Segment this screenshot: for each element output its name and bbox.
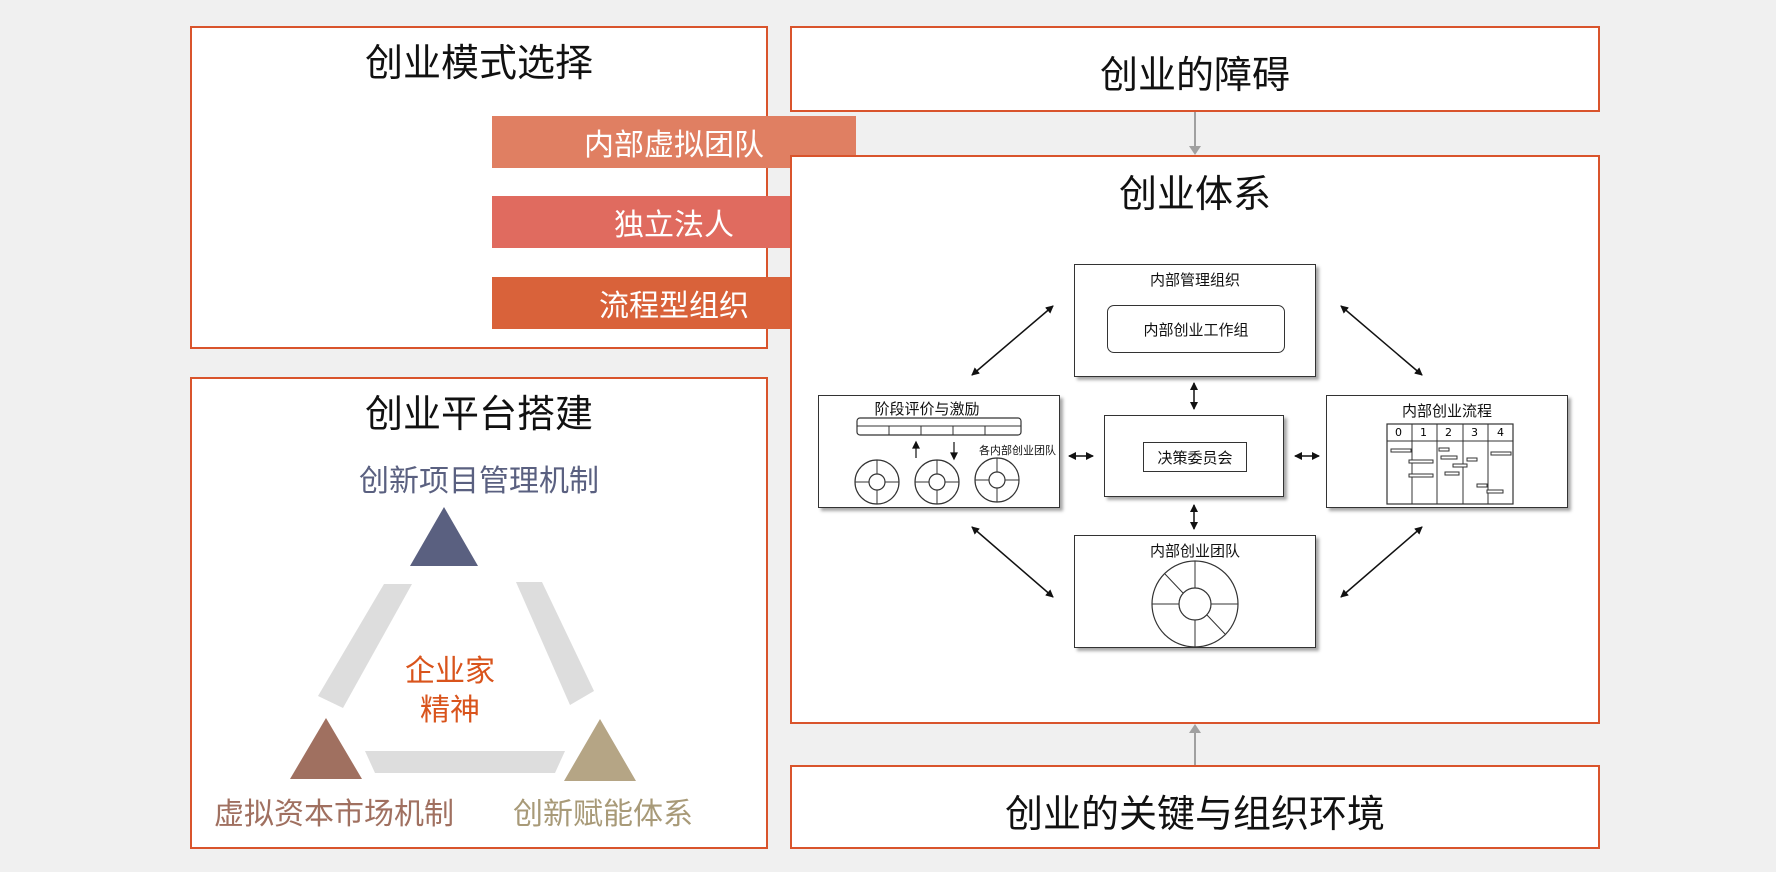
connector-obstacles-arrowhead — [1189, 146, 1201, 155]
platform-center-line2: 精神 — [420, 693, 480, 728]
internal-process-title: 内部创业流程 — [1401, 402, 1492, 420]
ring-right-arrow — [516, 582, 594, 705]
arrow-mgmt-process — [1340, 305, 1423, 376]
key-environment-title: 创业的关键与组织环境 — [1004, 792, 1385, 836]
team-wheel-graphic — [1151, 560, 1239, 648]
teams-label: 各内部创业团队 — [979, 444, 1056, 457]
internal-workgroup-box: 内部创业工作组 — [1107, 305, 1285, 353]
platform-center-line1: 企业家 — [405, 654, 495, 689]
triangle-top-icon — [410, 507, 478, 566]
connector-key-arrowhead — [1189, 724, 1201, 733]
mode-selection-panel: 创业模式选择 内部虚拟团队 独立法人 流程型组织 — [190, 26, 856, 349]
stage-evaluation-box: 阶段评价与激励 — [818, 395, 1060, 508]
process-col-2: 2 — [1445, 426, 1452, 439]
process-col-0: 0 — [1395, 426, 1402, 439]
decision-committee-label: 决策委员会 — [1143, 442, 1247, 472]
system-panel: 创业体系 内部管理组织 内部创业工作组 阶段评价与激励 — [790, 155, 1600, 724]
system-title: 创业体系 — [1118, 172, 1271, 216]
process-col-4: 4 — [1497, 426, 1504, 439]
triangle-right-icon — [564, 719, 636, 781]
arrow-process-team — [1340, 526, 1423, 598]
triangle-left-icon — [290, 718, 362, 779]
process-col-1: 1 — [1420, 426, 1427, 439]
stage-evaluation-title: 阶段评价与激励 — [874, 400, 980, 418]
internal-management-title: 内部管理组织 — [1149, 271, 1240, 289]
internal-team-box: 内部创业团队 — [1074, 535, 1316, 648]
arrow-mgmt-eval — [971, 305, 1054, 376]
obstacles-panel: 创业的障碍 — [790, 26, 1600, 112]
system-arrows — [971, 305, 1423, 598]
platform-top-label: 创新项目管理机制 — [359, 464, 599, 499]
key-environment-panel: 创业的关键与组织环境 — [790, 765, 1600, 849]
obstacles-title: 创业的障碍 — [1099, 53, 1290, 97]
platform-building-title: 创业平台搭建 — [364, 392, 593, 436]
ring-left-arrow — [318, 584, 412, 708]
platform-right-label: 创新赋能体系 — [513, 797, 693, 832]
triangle-ring — [318, 582, 594, 773]
internal-team-title: 内部创业团队 — [1149, 542, 1240, 560]
process-gantt — [1386, 423, 1514, 505]
stage-evaluation-graphic — [854, 417, 1022, 505]
process-col-3: 3 — [1471, 426, 1478, 439]
arrow-eval-team — [971, 526, 1054, 598]
decision-committee-box: 决策委员会 — [1104, 415, 1284, 497]
platform-triangle-diagram — [290, 507, 636, 781]
ring-bottom-arrow — [365, 751, 565, 773]
internal-management-box: 内部管理组织 内部创业工作组 — [1074, 264, 1316, 377]
mode-selection-title: 创业模式选择 — [364, 41, 593, 85]
platform-building-panel: 创业平台搭建 创新项目管理机制 企业家 精神 虚拟资本市场机制 创新赋能体系 — [190, 377, 768, 849]
internal-process-box: 内部创业流程 0 1 2 3 4 — [1326, 395, 1568, 508]
platform-left-label: 虚拟资本市场机制 — [214, 797, 454, 832]
